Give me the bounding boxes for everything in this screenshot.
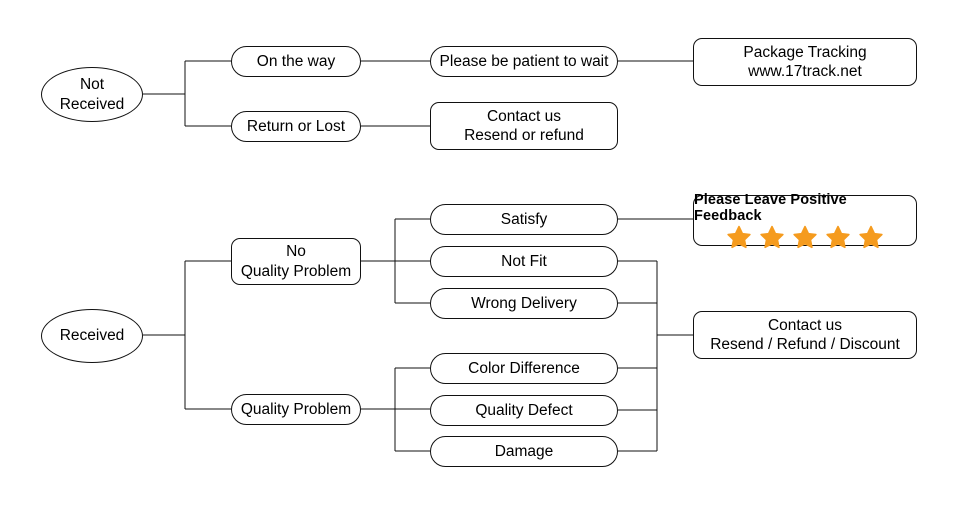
node-quality-defect-label: Quality Defect <box>475 401 573 419</box>
node-please-be-patient[interactable]: Please be patient to wait <box>430 46 618 77</box>
node-no-quality-problem[interactable]: No Quality Problem <box>231 238 361 285</box>
node-quality-problem[interactable]: Quality Problem <box>231 394 361 425</box>
star-icon[interactable] <box>726 225 752 250</box>
node-quality-defect[interactable]: Quality Defect <box>430 395 618 426</box>
node-damage[interactable]: Damage <box>430 436 618 467</box>
node-contact-resend-refund-discount-label: Contact us Resend / Refund / Discount <box>710 316 900 353</box>
node-received-label: Received <box>59 327 125 345</box>
node-not-fit-label: Not Fit <box>501 252 547 270</box>
node-on-the-way-label: On the way <box>256 52 336 70</box>
node-contact-resend-refund-discount[interactable]: Contact us Resend / Refund / Discount <box>693 311 917 359</box>
node-return-or-lost-label: Return or Lost <box>246 117 346 135</box>
node-not-fit[interactable]: Not Fit <box>430 246 618 277</box>
node-contact-resend-refund-label: Contact us Resend or refund <box>464 107 584 144</box>
node-color-difference-label: Color Difference <box>468 359 580 377</box>
node-positive-feedback[interactable]: Please Leave Positive Feedback <box>693 191 917 248</box>
node-return-or-lost[interactable]: Return or Lost <box>231 111 361 142</box>
node-quality-problem-label: Quality Problem <box>240 400 352 418</box>
node-package-tracking[interactable]: Package Tracking www.17track.net <box>693 38 917 86</box>
node-please-be-patient-label: Please be patient to wait <box>439 52 609 70</box>
star-icon[interactable] <box>759 225 785 250</box>
node-color-difference[interactable]: Color Difference <box>430 353 618 384</box>
node-not-received-label: Not Received <box>59 76 125 113</box>
node-package-tracking-label: Package Tracking www.17track.net <box>743 43 867 80</box>
star-icon[interactable] <box>792 225 818 250</box>
node-wrong-delivery[interactable]: Wrong Delivery <box>430 288 618 319</box>
star-icon[interactable] <box>858 225 884 250</box>
node-contact-resend-refund[interactable]: Contact us Resend or refund <box>430 102 618 150</box>
feedback-text: Please Leave Positive Feedback <box>694 191 847 224</box>
star-icon[interactable] <box>825 225 851 250</box>
node-damage-label: Damage <box>494 442 554 460</box>
node-no-quality-problem-label: No Quality Problem <box>240 243 352 280</box>
node-on-the-way[interactable]: On the way <box>231 46 361 77</box>
node-not-received[interactable]: Not Received <box>41 67 143 122</box>
node-satisfy-label: Satisfy <box>500 210 548 228</box>
star-rating[interactable] <box>726 225 884 250</box>
node-received[interactable]: Received <box>41 309 143 363</box>
node-wrong-delivery-label: Wrong Delivery <box>471 294 577 312</box>
node-satisfy[interactable]: Satisfy <box>430 204 618 235</box>
